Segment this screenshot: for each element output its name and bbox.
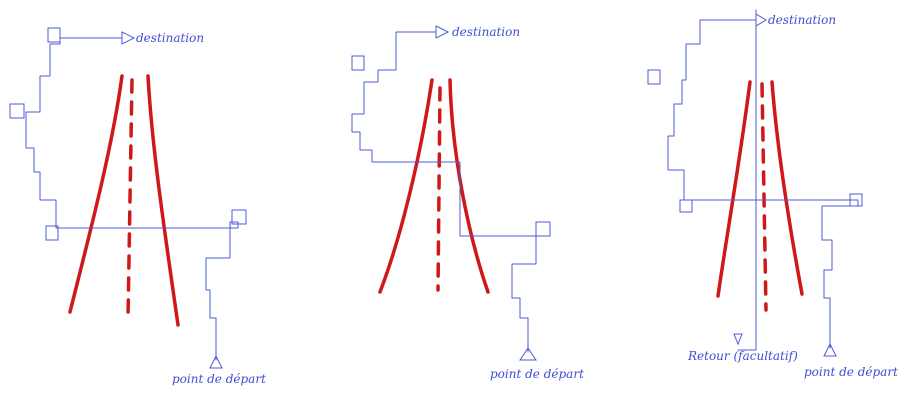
road-right-edge (146, 74, 180, 327)
road-left-edge (716, 80, 752, 298)
road-left-edge (378, 78, 434, 294)
route-box (45, 225, 59, 241)
start-triangle-icon (209, 354, 223, 369)
route-box (535, 221, 551, 237)
route-box (351, 55, 365, 71)
sketch-3: destination Retour (facultatif) point de… (647, 9, 898, 379)
road-right-edge (448, 78, 490, 294)
route-box (9, 103, 25, 119)
route-box (849, 193, 863, 207)
sketch-1: destination point de départ (9, 27, 266, 386)
destination-label: destination (136, 31, 204, 45)
route-box (647, 69, 661, 85)
road-center-line (126, 78, 134, 320)
destination-arrow-icon (435, 25, 450, 39)
road-right-edge (770, 80, 804, 296)
return-path (737, 9, 757, 351)
start-label: point de départ (490, 367, 584, 381)
return-arrow-icon (733, 333, 743, 346)
road-center-line (436, 86, 442, 292)
route-box (231, 209, 247, 225)
start-label: point de départ (804, 365, 898, 379)
destination-arrow-icon (755, 13, 767, 27)
route-path (25, 37, 239, 361)
route-path (351, 31, 549, 353)
sketch-2: destination point de départ (351, 25, 584, 381)
route-box (47, 27, 61, 43)
route-path (667, 19, 859, 349)
return-label: Retour (facultatif) (687, 349, 798, 363)
start-triangle-icon (519, 347, 537, 361)
road-center-line (760, 82, 768, 312)
destination-arrow-icon (121, 31, 136, 45)
destination-label: destination (452, 25, 520, 39)
start-label: point de départ (172, 372, 266, 386)
road-left-edge (68, 74, 124, 314)
destination-label: destination (768, 13, 836, 27)
start-triangle-icon (823, 342, 837, 357)
route-box (679, 199, 693, 213)
